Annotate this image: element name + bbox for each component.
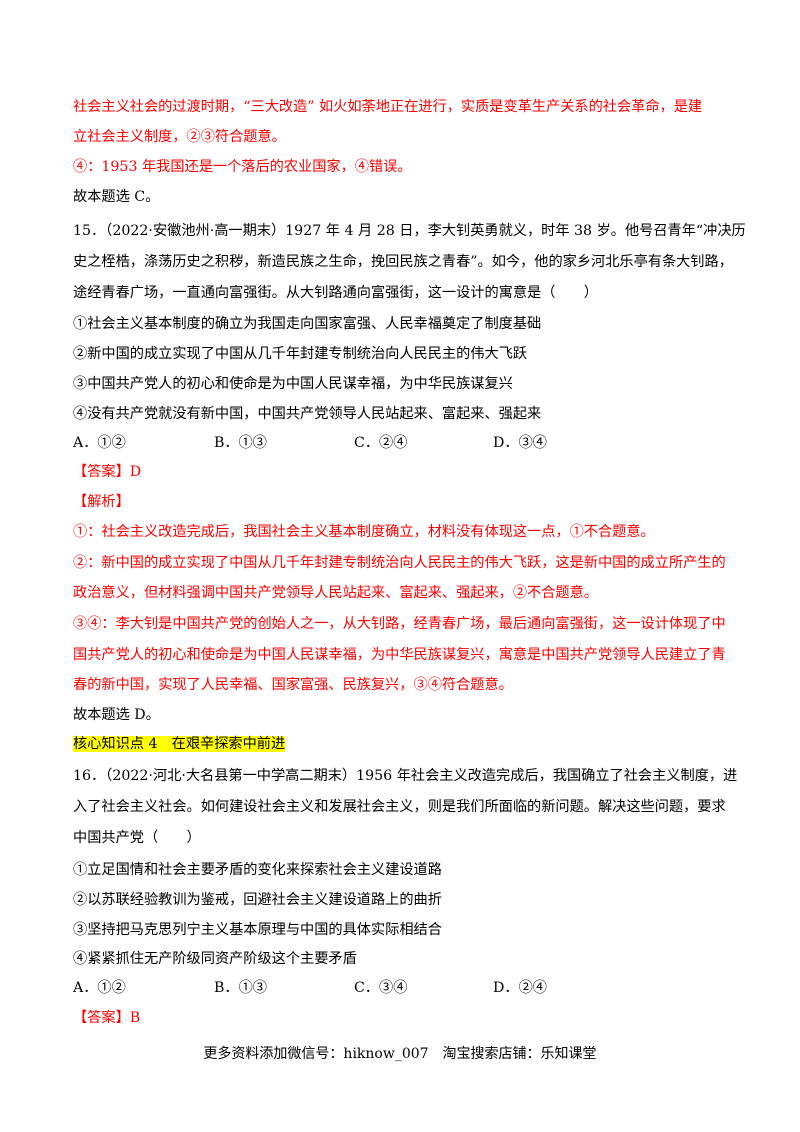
- page-footer: 更多资料添加微信号：hiknow_007 淘宝搜索店铺：乐知课堂: [203, 1046, 597, 1062]
- answer-label: 【答案】: [73, 1010, 130, 1026]
- q14-analysis-line-2: 立社会主义制度，②③符合题意。: [73, 129, 286, 145]
- q15-options: A．①② B．①③ C．②④ D．③④: [73, 433, 738, 453]
- q16-option-d: D．②④: [493, 980, 547, 996]
- q14-conclusion: 故本题选 C。: [73, 189, 160, 205]
- q16-answer: 【答案】B: [73, 1008, 738, 1028]
- q15-option-d: D．③④: [493, 435, 547, 451]
- answer-label: 【答案】: [73, 464, 130, 480]
- knowledge-point-heading: 核心知识点 4 在艰辛探索中前进: [73, 734, 738, 754]
- q15-answer: 【答案】D: [73, 462, 738, 482]
- q16-option-c: C．③④: [354, 980, 408, 996]
- q16-stem-line-3: 中国共产党（ ）: [73, 830, 201, 846]
- q15-analysis-line-6: 春的新中国，实现了人民幸福、国家富强、民族复兴，③④符合题意。: [73, 677, 513, 693]
- q15-analysis-line-5: 国共产党人的初心和使命是为中国人民谋幸福，为中华民族谋复兴，寓意是中国共产党领导…: [73, 647, 726, 663]
- answer-value: D: [129, 464, 142, 480]
- q15-statement-1: ①社会主义基本制度的确立为我国走向国家富强、人民幸福奠定了制度基础: [73, 316, 542, 332]
- q14-analysis-line-3: ④：1953 年我国还是一个落后的农业国家，④错误。: [73, 159, 412, 175]
- q16-option-a: A．①②: [73, 980, 126, 996]
- q15-analysis-label: 【解析】: [73, 494, 130, 510]
- q15-option-a: A．①②: [73, 435, 126, 451]
- q16-options: A．①② B．①③ C．③④ D．②④: [73, 978, 738, 998]
- q15-stem-line-3: 途经青春广场，一直通向富强街。从大钊路通向富强街，这一设计的寓意是（ ）: [73, 285, 598, 301]
- q16-statement-2: ②以苏联经验教训为鉴戒，回避社会主义建设道路上的曲折: [73, 892, 442, 908]
- q15-statement-3: ③中国共产党人的初心和使命是为中国人民谋幸福，为中华民族谋复兴: [73, 376, 513, 392]
- q15-statement-4: ④没有共产党就没有新中国，中国共产党领导人民站起来、富起来、强起来: [73, 406, 542, 422]
- q15-stem-line-2: 史之桎梏，涤荡历史之积秽，新造民族之生命，挽回民族之青春”。如今，他的家乡河北乐…: [73, 254, 733, 270]
- answer-value: B: [129, 1010, 141, 1026]
- q14-analysis-line-1: 社会主义社会的过渡时期，“三大改造” 如火如荼地正在进行，实质是变革生产关系的社…: [73, 99, 703, 115]
- q15-conclusion: 故本题选 D。: [73, 707, 160, 723]
- q15-analysis-line-3: 政治意义，但材料强调中国共产党领导人民站起来、富起来、强起来，②不合题意。: [73, 585, 598, 601]
- q16-statement-3: ③坚持把马克思列宁主义基本原理与中国的具体实际相结合: [73, 922, 442, 938]
- q15-option-b: B．①③: [214, 435, 267, 451]
- q16-stem-line-2: 入了社会主义社会。如何建设社会主义和发展社会主义，则是我们所面临的新问题。解决这…: [73, 799, 726, 815]
- q16-option-b: B．①③: [214, 980, 267, 996]
- q16-statement-4: ④紧紧抓住无产阶级同资产阶级这个主要矛盾: [73, 951, 357, 967]
- q16-stem-line-1: 16．（2022·河北·大名县第一中学高二期末）1956 年社会主义改造完成后，…: [73, 768, 738, 784]
- q15-analysis-line-4: ③④：李大钊是中国共产党的创始人之一，从大钊路，经青春广场，最后通向富强街，这一…: [73, 616, 726, 632]
- knowledge-point-text: 核心知识点 4 在艰辛探索中前进: [73, 736, 286, 752]
- q15-stem-line-1: 15．（2022·安徽池州·高一期末）1927 年 4 月 28 日，李大钊英勇…: [73, 223, 746, 239]
- q15-statement-2: ②新中国的成立实现了中国从几千年封建专制统治向人民民主的伟大飞跃: [73, 346, 528, 362]
- q16-statement-1: ①立足国情和社会主要矛盾的变化来探索社会主义建设道路: [73, 862, 442, 878]
- q15-analysis-line-2: ②：新中国的成立实现了中国从几千年封建专制统治向人民民主的伟大飞跃，这是新中国的…: [73, 555, 726, 571]
- q15-analysis-line-1: ①：社会主义改造完成后，我国社会主义基本制度确立，材料没有体现这一点，①不合题意…: [73, 524, 655, 540]
- q15-option-c: C．②④: [354, 435, 408, 451]
